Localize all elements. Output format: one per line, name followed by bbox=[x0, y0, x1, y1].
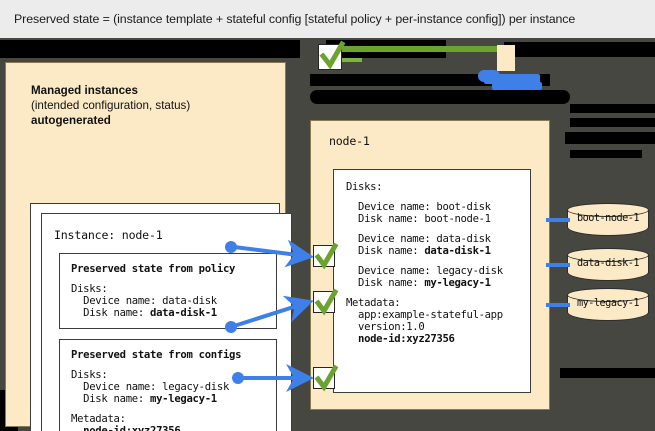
policy-disks-label: Disks: bbox=[71, 283, 108, 295]
configs-metadata-label: Metadata: bbox=[71, 413, 126, 425]
configs-disk-name-label: Disk name: bbox=[71, 393, 151, 405]
node-details-box: Disks: Device name: boot-disk Disk name:… bbox=[333, 169, 531, 393]
cylinder-top bbox=[567, 288, 649, 302]
disk-cylinder-legacy: my-legacy-1 bbox=[567, 288, 649, 324]
blue-scribble bbox=[492, 82, 542, 90]
check-badge-data-disk bbox=[313, 242, 339, 270]
node-disks-label: Disks: bbox=[346, 181, 383, 193]
panel-title-line1: Managed instances bbox=[31, 84, 138, 97]
node-disk-legacy: Disk name: my-legacy-1 bbox=[346, 277, 491, 289]
preserved-state-configs-box: Preserved state from configs Disks: Devi… bbox=[59, 339, 277, 431]
check-badge-top bbox=[318, 40, 346, 70]
configs-metadata-value: node-id:xyz27356 bbox=[71, 425, 181, 431]
diagram-caption: Preserved state = (instance template + s… bbox=[0, 0, 655, 38]
check-mark-icon bbox=[314, 288, 339, 316]
managed-instances-panel: Managed instances (intended configuratio… bbox=[5, 62, 292, 431]
configs-device-name: Device name: legacy-disk bbox=[71, 381, 230, 393]
redaction-bar bbox=[565, 132, 655, 144]
redaction-bar bbox=[0, 40, 300, 58]
actual-instance-panel: node-1 Disks: Device name: boot-disk Dis… bbox=[310, 120, 550, 410]
configs-disk-name-value: my-legacy-1 bbox=[150, 393, 217, 405]
check-mark-icon bbox=[314, 242, 339, 270]
node-metadata-version: version:1.0 bbox=[346, 321, 425, 333]
cylinder-label: data-disk-1 bbox=[577, 258, 639, 269]
node-device-boot: Device name: boot-disk bbox=[346, 201, 491, 213]
policy-disk-name: Disk name: data-disk-1 bbox=[71, 307, 276, 319]
blue-scribble bbox=[484, 74, 540, 84]
instance-card-title: Instance: node-1 bbox=[54, 228, 163, 242]
check-badge-legacy-disk bbox=[313, 288, 339, 316]
redaction-bar bbox=[570, 118, 655, 127]
policy-device-name: Device name: data-disk bbox=[71, 295, 217, 307]
node-metadata-app: app:example-stateful-app bbox=[346, 309, 503, 321]
node-metadata-label: Metadata: bbox=[346, 297, 401, 309]
cylinder-top bbox=[567, 248, 649, 262]
policy-disk-name-label: Disk name: bbox=[71, 307, 151, 319]
disk-cylinder-boot: boot-node-1 bbox=[567, 203, 649, 239]
disk-cylinder-data: data-disk-1 bbox=[567, 248, 649, 284]
check-badge-node-id bbox=[313, 364, 339, 392]
node-device-legacy: Device name: legacy-disk bbox=[346, 265, 503, 277]
panel-title-line2: (intended configuration, status) bbox=[31, 99, 191, 112]
node-disk-data: Disk name: data-disk-1 bbox=[346, 245, 491, 257]
configs-disk-name: Disk name: my-legacy-1 bbox=[71, 393, 276, 405]
node-disk-boot: Disk name: boot-node-1 bbox=[346, 213, 491, 225]
cream-square-marker bbox=[497, 45, 515, 71]
redaction-bar bbox=[310, 90, 570, 104]
configs-disks-label: Disks: bbox=[71, 369, 108, 381]
redaction-bar bbox=[570, 104, 655, 113]
check-mark-icon bbox=[314, 364, 339, 392]
cylinder-label: my-legacy-1 bbox=[577, 298, 639, 309]
redaction-bar bbox=[504, 42, 655, 57]
instance-card: Instance: node-1 Preserved state from po… bbox=[41, 213, 292, 431]
node-title: node-1 bbox=[329, 134, 370, 148]
green-highlight-bar bbox=[336, 46, 508, 52]
blue-scribble bbox=[478, 70, 500, 82]
cylinder-label: boot-node-1 bbox=[577, 213, 639, 224]
node-metadata-nodeid: node-id:xyz27356 bbox=[346, 333, 455, 345]
node-device-data: Device name: data-disk bbox=[346, 233, 491, 245]
policy-box-header: Preserved state from policy bbox=[71, 263, 236, 275]
managed-instances-title: Managed instances (intended configuratio… bbox=[31, 83, 271, 128]
redaction-bar bbox=[570, 150, 642, 158]
policy-disk-name-value: data-disk-1 bbox=[150, 307, 217, 319]
green-highlight-bar bbox=[336, 58, 362, 62]
caption-text: Preserved state = (instance template + s… bbox=[14, 12, 576, 26]
redaction-bar bbox=[560, 368, 655, 378]
check-mark-icon bbox=[319, 40, 346, 70]
cylinder-top bbox=[567, 203, 649, 217]
configs-box-header: Preserved state from configs bbox=[71, 349, 242, 361]
preserved-state-policy-box: Preserved state from policy Disks: Devic… bbox=[59, 253, 277, 329]
panel-title-line3: autogenerated bbox=[31, 114, 111, 127]
